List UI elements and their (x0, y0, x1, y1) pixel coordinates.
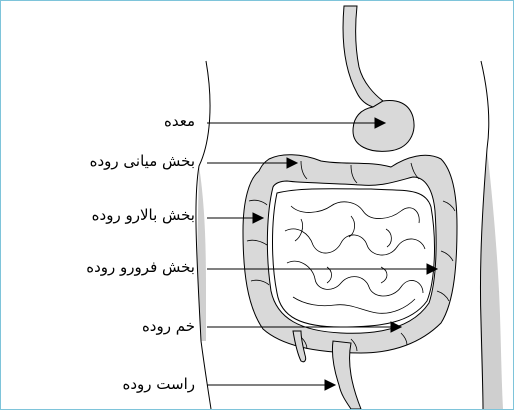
rectum-arrow (325, 380, 335, 390)
esophagus (343, 6, 383, 107)
sigmoid-colon-label: خم روده (142, 317, 195, 335)
left-torso-shade (197, 166, 206, 341)
right-torso-shade (480, 149, 503, 409)
ascending-colon-label: بخش بالارو روده (92, 206, 195, 224)
rectum-label: راست روده (122, 375, 195, 393)
stomach-label: معده (164, 112, 195, 130)
transverse-colon-label: بخش میانی روده (90, 152, 195, 170)
descending-colon-label: بخش فرورو روده (86, 258, 195, 276)
stomach-shape (353, 101, 414, 152)
